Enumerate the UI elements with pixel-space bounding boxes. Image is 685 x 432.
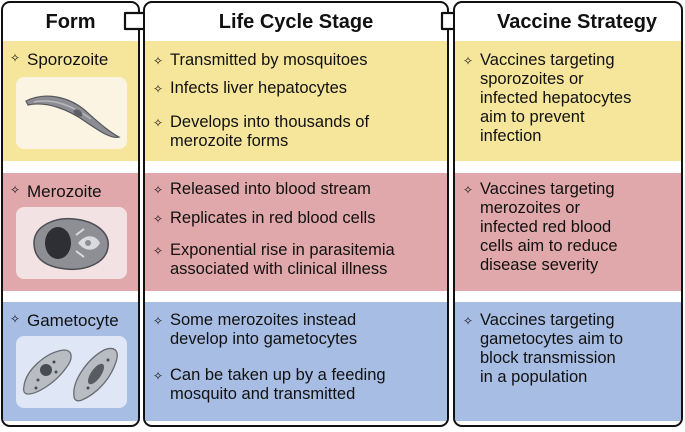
stage-item: ✧ Transmitted by mosquitoes [153,51,368,69]
bullet-icon: ✧ [153,82,164,96]
stage-item: ✧ Replicates in red blood cells [153,209,376,227]
bullet-icon: ✧ [463,314,474,328]
vaccine-column: Vaccine Strategy ✧ Vaccines targeting sp… [453,1,683,427]
sporozoite-vaccine-row: ✧ Vaccines targeting sporozoites or infe… [455,41,681,161]
sporozoite-stage-row: ✧ Transmitted by mosquitoes ✧ Infects li… [145,41,447,161]
bullet-icon: ✧ [153,212,164,226]
stage-item: ✧ Infects liver hepatocytes [153,79,348,97]
vaccine-item: ✧ Vaccines targeting merozoites or infec… [463,180,618,274]
bullet-icon: ✧ [153,183,164,197]
sporozoite-icon [16,77,127,149]
vaccine-item: ✧ Vaccines targeting gametocytes aim to … [463,311,624,386]
bullet-icon: ✧ [153,244,164,258]
stage-header: Life Cycle Stage [218,10,374,33]
stage-item: ✧ Some merozoites instead develop into g… [153,311,358,348]
bullet-icon: ✧ [153,116,164,130]
merozoite-stage-row: ✧ Released into blood stream ✧ Replicate… [145,173,447,291]
bullet-icon: ✧ [10,51,21,65]
bullet-icon: ✧ [10,312,21,326]
stage-item: ✧ Develops into thousands of merozoite f… [153,113,370,150]
stage-item: ✧ Exponential rise in parasitemia associ… [153,241,395,278]
gametocyte-icon [16,336,127,408]
bullet-icon: ✧ [153,54,164,68]
bullet-icon: ✧ [463,54,474,68]
form-label-merozoite: ✧ Merozoite [10,182,102,201]
vaccine-header: Vaccine Strategy [496,10,658,33]
bullet-icon: ✧ [463,183,474,197]
sporozoite-row: ✧ Sporozoite [3,41,138,161]
merozoite-vaccine-row: ✧ Vaccines targeting merozoites or infec… [455,173,681,291]
stage-column: Life Cycle Stage ✧ Transmitted by mosqui… [143,1,449,427]
form-label-sporozoite: ✧ Sporozoite [10,50,109,69]
bullet-icon: ✧ [153,314,164,328]
merozoite-row: ✧ Merozoite [3,173,138,291]
stage-item: ✧ Can be taken up by a feeding mosquito … [153,366,386,403]
gametocyte-stage-row: ✧ Some merozoites instead develop into g… [145,302,447,421]
gametocyte-row: ✧ Gametocyte [3,302,138,421]
form-column: Form ✧ Sporozoite ✧ Merozoite [1,1,140,427]
vaccine-item: ✧ Vaccines targeting sporozoites or infe… [463,51,632,145]
form-header: Form [45,10,96,33]
merozoite-icon [16,207,127,279]
stage-item: ✧ Released into blood stream [153,180,371,198]
form-label-gametocyte: ✧ Gametocyte [10,311,119,330]
bullet-icon: ✧ [10,183,21,197]
gametocyte-vaccine-row: ✧ Vaccines targeting gametocytes aim to … [455,302,681,421]
bullet-icon: ✧ [153,369,164,383]
